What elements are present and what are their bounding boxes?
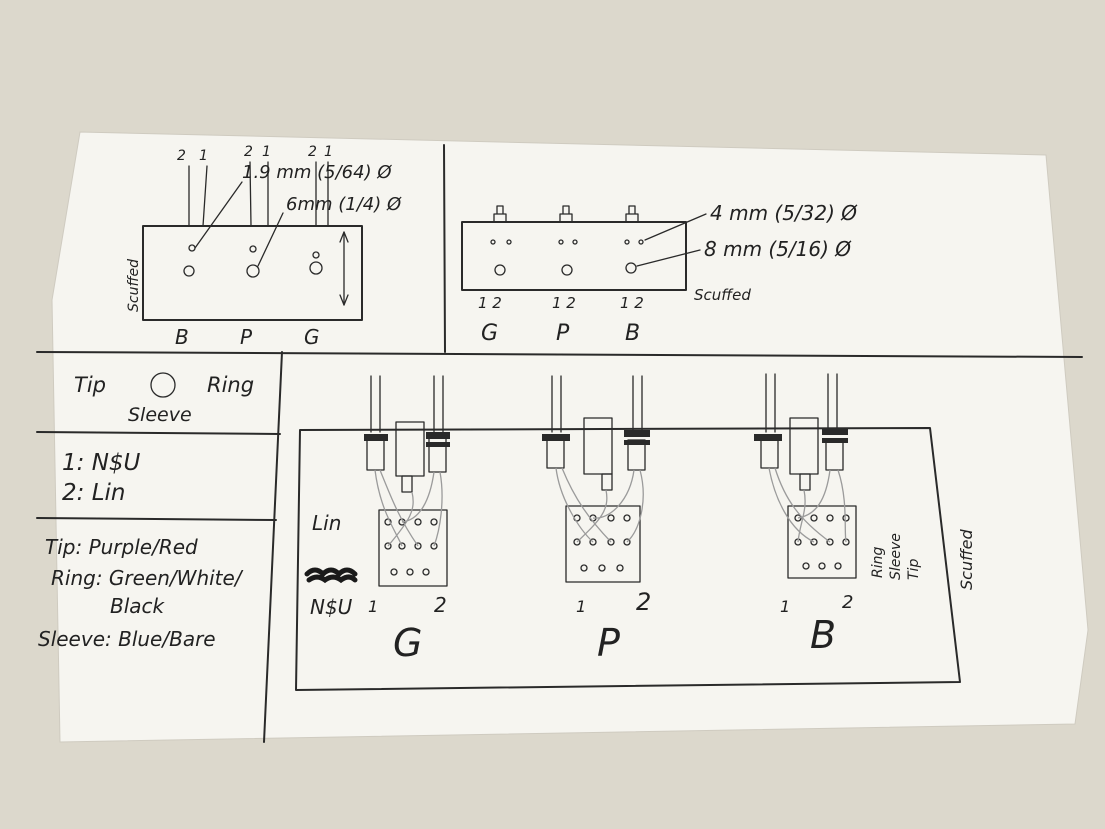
pin-label: 1 (780, 597, 790, 616)
pin-label: 2 (842, 592, 853, 613)
jack-symbol-icon (150, 372, 176, 398)
legend-pos2: 2: Lin (62, 480, 125, 506)
hole-large-note: 6mm (1/4) Ø (286, 194, 402, 215)
hole-small-note: 1.9 mm (5/64) Ø (242, 162, 392, 183)
pin-label: 1 (368, 597, 378, 616)
hole-small-note: 4 mm (5/32) Ø (710, 201, 858, 225)
legend-wire-ring-2: Black (110, 594, 166, 618)
top-left-pin-labels: 2 1 2 1 2 1 (177, 144, 333, 164)
legend-pos1: 1: N$U (62, 450, 141, 476)
legend-wire-ring: Ring: Green/White/ (51, 566, 244, 590)
crossed-out-scribble (304, 567, 358, 584)
pin-numbers: 1 2 (552, 294, 576, 312)
top-left-holes (183, 181, 349, 306)
pin-label: 1 (199, 148, 208, 164)
top-right-switch-body (461, 221, 687, 291)
switch-label-g: G (481, 321, 498, 346)
legend-wire-tip: Tip: Purple/Red (45, 535, 198, 559)
switch-assembly-p (542, 375, 650, 583)
legend-wire-sleeve: Sleeve: Blue/Bare (38, 627, 216, 651)
grid-lines (36, 144, 1083, 743)
pin-label: 2 (244, 144, 253, 160)
jack-ring-label: Ring (870, 547, 886, 578)
switch-label-g: G (393, 621, 422, 665)
switch-label-b: B (810, 613, 836, 657)
jack-sleeve-label: Sleeve (888, 533, 904, 580)
bottom-pin-labels: 1 2 1 2 1 2 (368, 588, 853, 617)
pin-label: 1 (324, 144, 333, 160)
top-left-switch-body (142, 225, 363, 321)
switch-label-b: B (175, 325, 189, 349)
scuffed-note: Scuffed (126, 259, 142, 312)
pin-numbers: 1 2 (620, 294, 644, 312)
legend: Tip Ring Sleeve 1: N$U 2: Lin Tip: Purpl… (38, 372, 254, 651)
pin-label: 2 (636, 588, 651, 616)
bottom-right-plate (295, 427, 961, 691)
switch-label-p: P (556, 321, 570, 346)
nsu-label: N$U (310, 595, 353, 619)
switch-label-g: G (304, 325, 320, 349)
top-right-holes (490, 213, 707, 276)
switch-label-p: P (240, 325, 253, 349)
pin-label: 1 (576, 597, 586, 616)
lin-label: Lin (312, 511, 341, 535)
pin-numbers: 1 2 (478, 294, 502, 312)
switch-assembly-b (754, 373, 857, 579)
legend-tip: Tip (74, 373, 106, 397)
hole-large-note: 8 mm (5/16) Ø (704, 237, 852, 261)
jack-tip-label: Tip (906, 559, 922, 580)
top-right-toggles (493, 205, 639, 223)
switch-label-b: B (625, 321, 640, 346)
pin-label: 1 (262, 144, 271, 160)
scuffed-note: Scuffed (694, 286, 751, 304)
pin-label: 2 (308, 144, 317, 160)
switch-assembly-g (364, 375, 450, 587)
legend-ring: Ring (207, 373, 254, 397)
pin-label: 2 (177, 148, 186, 164)
scuffed-note: Scuffed (957, 529, 976, 590)
top-left-leads (188, 161, 329, 227)
legend-sleeve: Sleeve (128, 404, 192, 426)
pin-label: 2 (434, 593, 447, 617)
switch-label-p: P (597, 621, 620, 665)
